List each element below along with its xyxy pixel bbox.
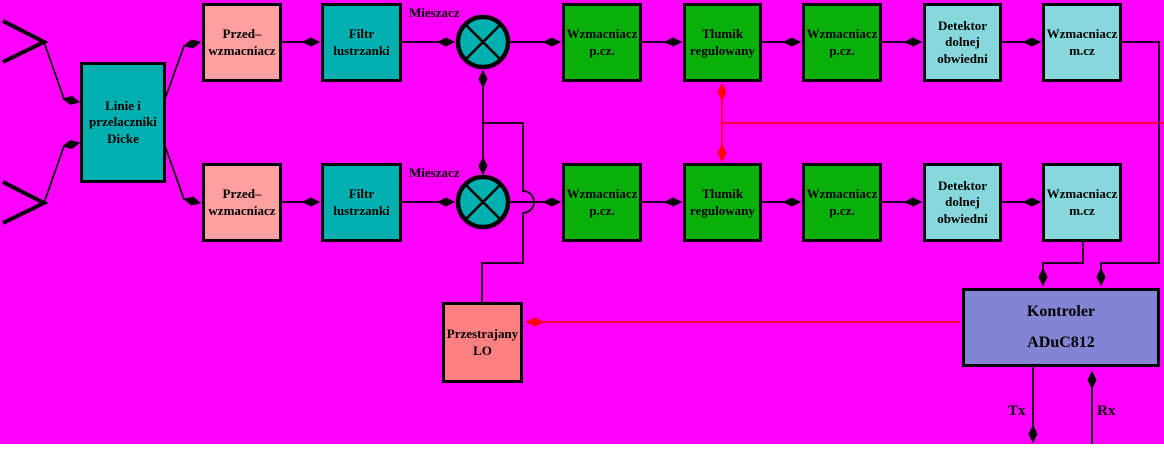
block-preamp-top: Przed– wzmacniacz — [202, 3, 282, 82]
block-label-line: Wzmacniacz — [806, 26, 878, 42]
block-label-line: obwiedni — [937, 210, 988, 226]
block-label-line: Przed– — [222, 26, 262, 42]
antenna-bottom-icon — [2, 180, 49, 225]
block-label-line: ADuC812 — [1027, 334, 1095, 351]
block-label-line: Filtr — [348, 26, 375, 42]
signal-wires — [43, 42, 1160, 446]
block-label-line: dolnej — [945, 194, 980, 210]
block-if-amp1-bottom: Wzmacniacz p.cz. — [562, 163, 642, 242]
control-wires — [527, 84, 1164, 322]
block-if-amp2-bottom: Wzmacniacz p.cz. — [802, 163, 882, 242]
block-label-line: obwiedni — [937, 50, 988, 66]
block-af-amp-bottom: Wzmacniacz m.cz — [1042, 163, 1122, 242]
block-label-line: Kontroler — [1026, 303, 1096, 320]
block-label-line: lustrzanki — [333, 42, 390, 58]
block-label-line: Wzmacniacz — [806, 186, 878, 202]
rx-port-label: Rx — [1097, 403, 1116, 419]
block-label-line: Tlumik — [701, 186, 744, 202]
block-attenuator-top: Tlumik regulowany — [683, 3, 762, 82]
block-label-line: Detektor — [937, 178, 988, 194]
block-label-line: p.cz. — [589, 202, 615, 218]
block-if-amp1-top: Wzmacniacz p.cz. — [562, 3, 642, 82]
block-label-line: Detektor — [937, 18, 988, 34]
block-label-line: Dicke — [107, 130, 139, 146]
mixer-bottom-icon — [455, 174, 511, 230]
block-dicke-switch: Linie i przelaczniki Dicke — [80, 62, 166, 183]
mixer-top-icon — [455, 14, 511, 70]
block-label-line: Wzmacniacz — [566, 26, 638, 42]
block-label-line: regulowany — [690, 202, 755, 218]
mixer-bottom-label: Mieszacz — [409, 165, 460, 180]
block-af-amp-top: Wzmacniacz m.cz — [1042, 3, 1122, 82]
block-label-line: Linie i — [105, 98, 141, 114]
block-label-line: p.cz. — [829, 42, 855, 58]
block-label-line: m.cz — [1069, 202, 1095, 218]
block-if-amp2-top: Wzmacniacz p.cz. — [802, 3, 882, 82]
block-label-line: wzmacniacz — [208, 202, 276, 218]
block-controller-aduc812: Kontroler ADuC812 — [962, 288, 1160, 367]
mixer-top-label: Mieszacz — [409, 5, 460, 20]
block-label-line: wzmacniacz — [208, 42, 276, 58]
block-envelope-detector-top: Detektor dolnej obwiedni — [923, 3, 1002, 82]
block-label-line: regulowany — [690, 42, 755, 58]
tx-port-label: Tx — [1008, 403, 1026, 419]
bottom-white-strip — [0, 444, 1164, 449]
block-label-line: p.cz. — [589, 42, 615, 58]
block-label-line: przelaczniki — [89, 114, 157, 130]
block-label-line: LO — [473, 342, 492, 358]
block-label-line: Przed– — [222, 186, 262, 202]
antenna-top-icon — [2, 19, 49, 64]
block-label-line: Wzmacniacz — [1046, 26, 1118, 42]
block-label-line: dolnej — [945, 34, 980, 50]
block-label-line: Tlumik — [701, 26, 744, 42]
block-label-line: Filtr — [348, 186, 375, 202]
block-label-line: p.cz. — [829, 202, 855, 218]
block-image-filter-bottom: Filtr lustrzanki — [321, 163, 402, 242]
block-tunable-lo: Przestrajany LO — [442, 302, 523, 383]
block-label-line: Wzmacniacz — [1046, 186, 1118, 202]
block-envelope-detector-bottom: Detektor dolnej obwiedni — [923, 163, 1002, 242]
block-label-line: Przestrajany — [446, 326, 519, 342]
block-preamp-bottom: Przed– wzmacniacz — [202, 163, 282, 242]
block-attenuator-bottom: Tlumik regulowany — [683, 163, 762, 242]
block-image-filter-top: Filtr lustrzanki — [321, 3, 402, 82]
block-label-line: Wzmacniacz — [566, 186, 638, 202]
block-label-line: m.cz — [1069, 42, 1095, 58]
block-label-line: lustrzanki — [333, 202, 390, 218]
